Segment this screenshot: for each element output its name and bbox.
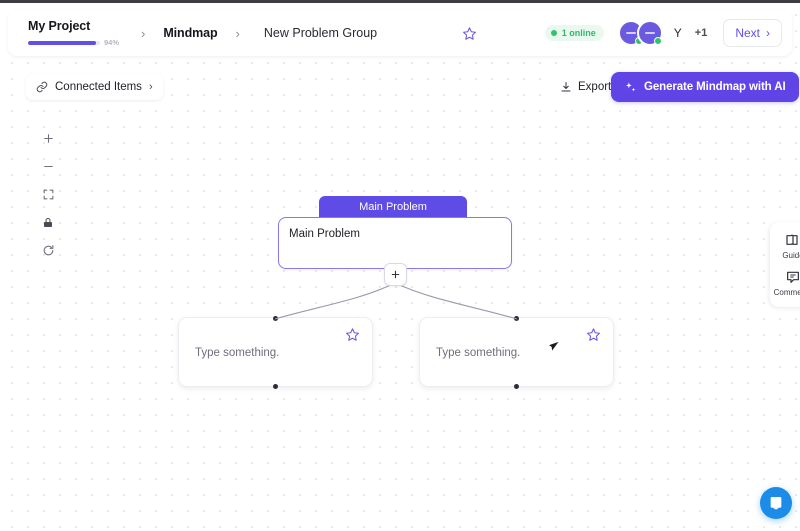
online-indicator-dot: [550, 30, 557, 36]
dock-item-guide[interactable]: Guide: [771, 232, 800, 260]
export-label: Export: [578, 81, 612, 93]
chevron-right-icon: ›: [148, 81, 153, 93]
reset-view-icon[interactable]: [38, 240, 58, 260]
chat-support-button[interactable]: [760, 487, 792, 519]
comment-icon: [787, 271, 799, 283]
fit-screen-icon[interactable]: [38, 184, 58, 204]
download-icon: [561, 82, 571, 92]
export-button[interactable]: Export: [552, 74, 620, 100]
mindmap-title-input[interactable]: [259, 20, 440, 46]
link-icon: [36, 81, 48, 93]
node-anchor-top[interactable]: [273, 315, 278, 321]
collaborator-avatars[interactable]: [617, 20, 663, 46]
child-node-2-placeholder[interactable]: Type something.: [436, 347, 521, 359]
node-anchor-top[interactable]: [514, 315, 519, 321]
next-button[interactable]: Next ›: [723, 19, 782, 47]
sparkle-icon: [625, 81, 636, 91]
app-header: My Project 94% › Mindmap › 1 online: [8, 10, 792, 56]
root-node-card[interactable]: Main Problem: [278, 217, 512, 269]
avatar-glyph: [625, 32, 636, 34]
breadcrumb-project[interactable]: My Project 94%: [18, 19, 125, 47]
connected-items-label: Connected Items: [55, 81, 142, 93]
breadcrumb-separator-2: ›: [235, 25, 240, 41]
breadcrumb-section-mindmap[interactable]: Mindmap: [163, 26, 218, 40]
child-node-1-placeholder[interactable]: Type something.: [195, 347, 280, 359]
dock-item-comments[interactable]: Comments: [771, 269, 800, 297]
online-status-badge: 1 online: [544, 25, 604, 41]
zoom-out-icon[interactable]: [38, 156, 58, 176]
root-node-tab-label: Main Problem: [359, 200, 427, 213]
project-progress-fill: [28, 40, 96, 45]
online-count-label: 1 online: [561, 28, 596, 38]
child-node-2-star-icon[interactable]: [586, 327, 602, 343]
mindmap-child-node-2[interactable]: Type something.: [419, 315, 614, 389]
right-side-dock: Guide Comments: [770, 222, 800, 307]
breadcrumb-project-label: My Project: [28, 19, 91, 33]
lock-icon[interactable]: [38, 212, 58, 232]
connected-items-button[interactable]: Connected Items ›: [26, 74, 163, 100]
chevron-right-icon: ›: [766, 26, 770, 40]
favorite-star-icon[interactable]: [458, 21, 482, 45]
book-icon: [786, 234, 798, 245]
generate-ai-label: Generate Mindmap with AI: [644, 81, 786, 93]
mouse-cursor-icon: [548, 339, 562, 353]
dock-item-comments-label: Comments: [773, 288, 800, 297]
avatar-glyph: [644, 32, 655, 34]
root-node-tab: Main Problem: [319, 196, 467, 217]
dock-item-guide-label: Guide: [782, 251, 800, 260]
avatar[interactable]: [636, 20, 663, 46]
next-button-label: Next: [735, 26, 760, 40]
project-progress: 94%: [28, 38, 119, 47]
chat-bubble-icon: [770, 497, 782, 510]
child-node-1-star-icon[interactable]: [345, 327, 361, 343]
project-progress-track: [28, 40, 100, 45]
canvas-zoom-controls: [38, 128, 58, 260]
avatar-presence-dot: [653, 37, 662, 45]
node-anchor-bottom[interactable]: [273, 383, 278, 389]
generate-mindmap-with-ai-button[interactable]: Generate Mindmap with AI: [611, 72, 799, 102]
project-progress-label: 94%: [104, 38, 120, 47]
avatar-initial: Y: [673, 26, 682, 40]
zoom-in-icon[interactable]: [38, 128, 58, 148]
add-child-node-button[interactable]: [384, 263, 407, 286]
mindmap-child-node-1[interactable]: Type something.: [178, 315, 373, 389]
node-anchor-bottom[interactable]: [514, 383, 519, 389]
window-top-strip: [0, 0, 800, 3]
avatar-overflow-count[interactable]: +1: [694, 27, 708, 39]
root-node-text[interactable]: Main Problem: [289, 228, 360, 240]
breadcrumb-separator-1: ›: [141, 25, 146, 41]
